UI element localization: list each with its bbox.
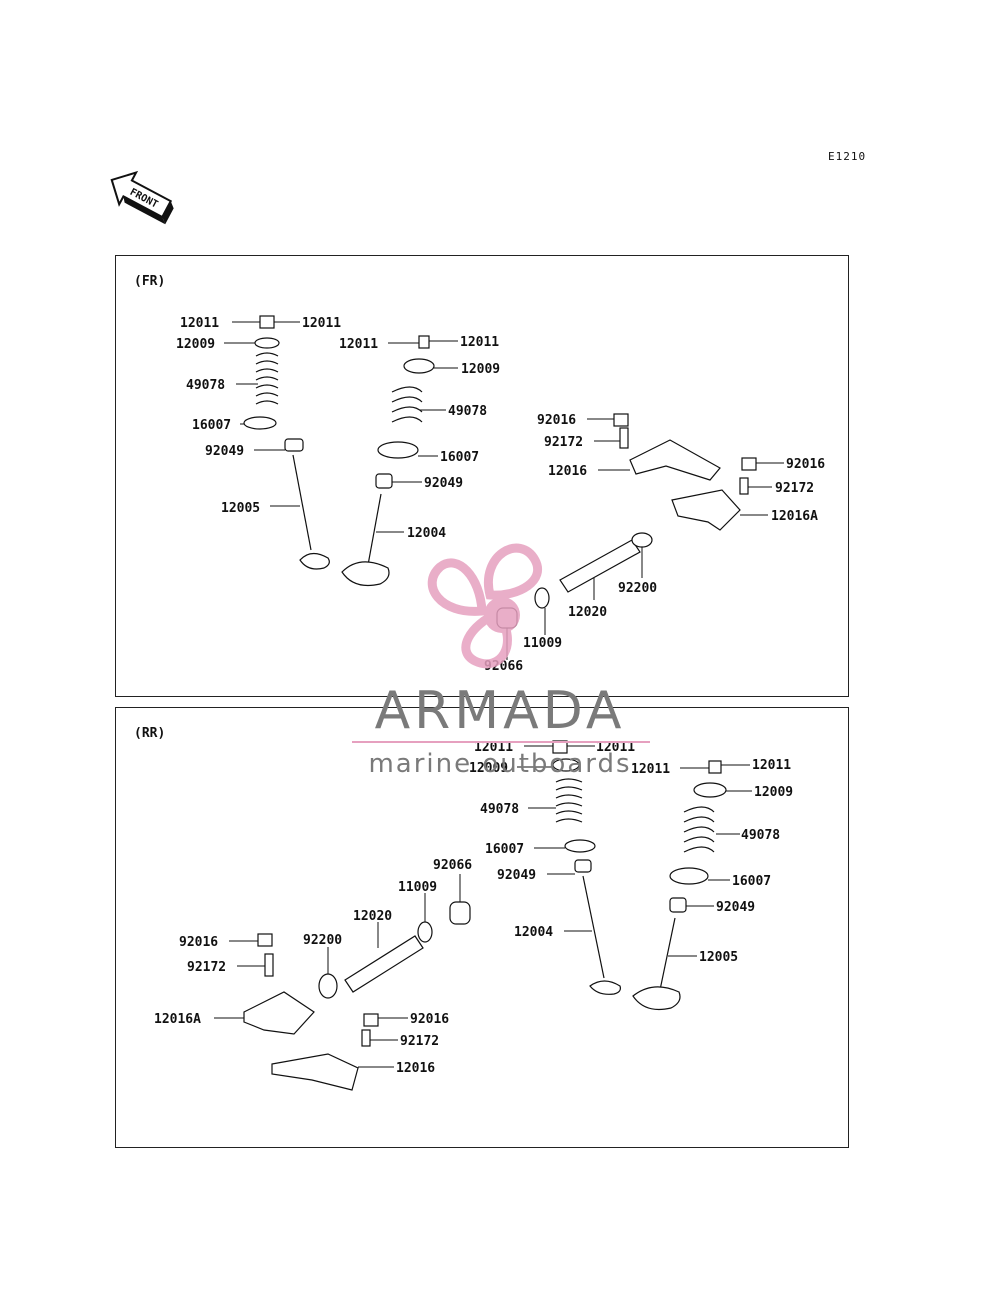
fr-label-14: 12004	[407, 526, 446, 541]
fr-label-23: 11009	[523, 636, 562, 651]
fr-valve-stem-2	[367, 493, 382, 566]
rr-label-6: 92049	[497, 868, 536, 883]
rr-label-3: 12009	[469, 761, 508, 776]
rr-adjuster-part-2	[361, 1029, 371, 1047]
fr-valve-head	[299, 552, 330, 570]
fr-label-3: 12009	[176, 337, 215, 352]
fr-rocker-shaft-part	[559, 539, 641, 593]
fr-keeper-part-2	[418, 335, 430, 349]
fr-rocker-arm-part-2	[671, 489, 741, 531]
rr-valve-head-2	[632, 986, 681, 1011]
fr-adjuster-part-2	[739, 477, 749, 495]
fr-spring-part-2	[391, 386, 423, 423]
rr-seat-part-2	[669, 867, 709, 885]
rr-label-7: 12004	[514, 925, 553, 940]
fr-label-4: 49078	[186, 378, 225, 393]
panel-rear-cylinder: (RR)	[115, 707, 849, 1148]
fr-label-22: 12020	[568, 605, 607, 620]
panel-title-fr: (FR)	[134, 274, 166, 289]
rr-nut-part	[257, 933, 273, 947]
fr-label-20: 12016A	[771, 509, 818, 524]
fr-label-17: 12016	[548, 464, 587, 479]
fr-nut-part	[613, 413, 629, 427]
fr-label-15: 92016	[537, 413, 576, 428]
diagram-code: E1210	[828, 150, 867, 163]
panel-front-cylinder: (FR)	[115, 255, 849, 697]
rr-rocker-arm-part-2	[271, 1053, 359, 1091]
rr-label-19: 92016	[179, 935, 218, 950]
rr-shaft-oring-part	[417, 921, 433, 943]
rr-spring-part-2	[683, 806, 715, 853]
fr-label-16: 92172	[544, 435, 583, 450]
fr-label-13: 92049	[424, 476, 463, 491]
fr-retainer-part-2	[403, 358, 435, 374]
rr-seal-part	[574, 859, 592, 873]
fr-label-7: 12005	[221, 501, 260, 516]
rr-label-10: 12009	[754, 785, 793, 800]
fr-label-21: 92200	[618, 581, 657, 596]
rr-label-21: 12016A	[154, 1012, 201, 1027]
fr-rocker-arm-part	[629, 439, 721, 481]
fr-valve-head-2	[341, 561, 390, 587]
rr-label-8: 12011	[631, 762, 670, 777]
rr-label-12: 16007	[732, 874, 771, 889]
rr-label-22: 92016	[410, 1012, 449, 1027]
fr-label-9: 12011	[460, 335, 499, 350]
fr-spring-part	[255, 352, 279, 405]
rr-label-1: 12011	[474, 740, 513, 755]
fr-label-19: 92172	[775, 481, 814, 496]
rr-retainer-part-2	[693, 782, 727, 798]
fr-label-6: 92049	[205, 444, 244, 459]
rr-rocker-arm-part	[243, 991, 315, 1035]
fr-label-11: 49078	[448, 404, 487, 419]
rr-keeper-part-2	[708, 760, 722, 774]
fr-seat-part	[243, 416, 277, 430]
rr-rocker-shaft-part	[344, 935, 424, 993]
fr-label-10: 12009	[461, 362, 500, 377]
rr-label-11: 49078	[741, 828, 780, 843]
rr-label-17: 12020	[353, 909, 392, 924]
rr-label-5: 16007	[485, 842, 524, 857]
fr-valve-stem	[292, 454, 312, 551]
rr-keeper-part	[552, 740, 568, 754]
fr-label-12: 16007	[440, 450, 479, 465]
fr-nut-part-2	[741, 457, 757, 471]
rr-nut-part-2	[363, 1013, 379, 1027]
rr-label-4: 49078	[480, 802, 519, 817]
rr-label-20: 92172	[187, 960, 226, 975]
rr-valve-stem-2	[659, 917, 676, 991]
fr-label-1: 12011	[180, 316, 219, 331]
rr-spring-part	[555, 778, 583, 823]
fr-adjuster-part	[619, 427, 629, 449]
rr-adjuster-part	[264, 953, 274, 977]
rr-label-18: 92200	[303, 933, 342, 948]
fr-seal-part	[284, 438, 304, 452]
rr-retainer-part	[552, 758, 580, 772]
fr-label-2: 12011	[302, 316, 341, 331]
rr-label-24: 12016	[396, 1061, 435, 1076]
rr-label-16: 11009	[398, 880, 437, 895]
rr-seal-part-2	[669, 897, 687, 913]
rr-valve-stem	[582, 875, 605, 979]
rr-label-2: 12011	[596, 740, 635, 755]
rr-seat-part	[564, 839, 596, 853]
rr-shaft-oring-part-2	[318, 973, 338, 999]
fr-label-5: 16007	[192, 418, 231, 433]
rr-label-23: 92172	[400, 1034, 439, 1049]
fr-label-8: 12011	[339, 337, 378, 352]
fr-label-18: 92016	[786, 457, 825, 472]
rr-label-9: 12011	[752, 758, 791, 773]
panel-title-rr: (RR)	[134, 726, 166, 741]
rr-label-14: 12005	[699, 950, 738, 965]
rr-label-13: 92049	[716, 900, 755, 915]
fr-seat-part-2	[377, 441, 419, 459]
rr-valve-head	[589, 980, 621, 995]
rr-plug-part	[449, 901, 471, 925]
rr-label-15: 92066	[433, 858, 472, 873]
fr-seal-part-2	[375, 473, 393, 489]
